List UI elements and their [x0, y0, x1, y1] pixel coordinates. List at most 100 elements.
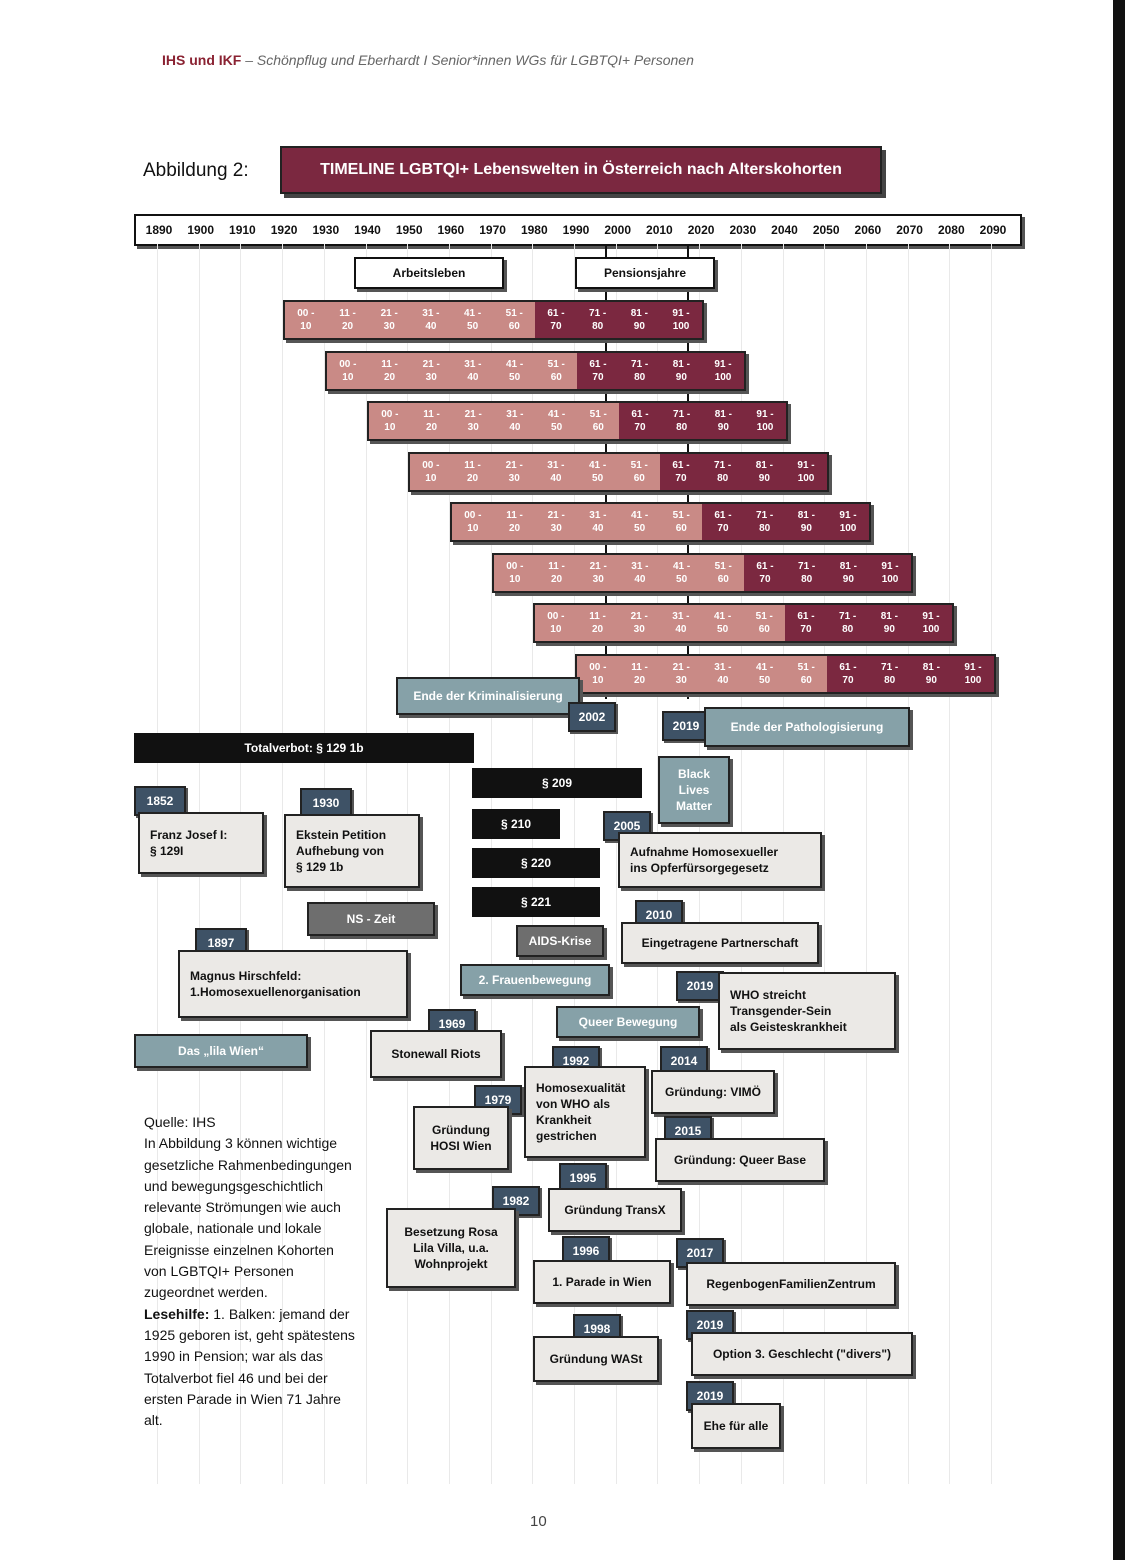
age-from: 21 -: [464, 409, 482, 420]
event-magnus-hirschfeld: Magnus Hirschfeld: 1.Homosexuellenorgani…: [178, 950, 408, 1018]
age-to: 90: [675, 371, 687, 383]
axis-year-1920: 1920: [270, 223, 298, 237]
axis-year-1930: 1930: [312, 223, 340, 237]
age-cell: 31 -40: [535, 453, 577, 490]
age-to: 90: [925, 674, 937, 686]
age-cell: 81 -90: [618, 302, 661, 338]
age-to: 10: [425, 472, 437, 484]
age-to: 90: [842, 573, 854, 585]
axis-year-2010: 2010: [646, 223, 673, 237]
age-cell: 21 -30: [493, 453, 536, 490]
age-to: 10: [509, 573, 521, 585]
page-number: 10: [530, 1513, 547, 1530]
age-cell: 41 -50: [743, 655, 786, 692]
age-cell: 41 -50: [618, 504, 661, 540]
figure-label: Abbildung 2:: [143, 160, 249, 181]
axis-year-1980: 1980: [520, 223, 548, 237]
age-to: 90: [800, 523, 812, 534]
age-from: 31 -: [631, 560, 649, 572]
age-cell: 61 -70: [619, 403, 661, 439]
caption-hint: Lesehilfe: 1. Balken: jemand der 1925 ge…: [144, 1304, 359, 1432]
gridline-2070: [908, 244, 909, 1484]
age-cell: 61 -70: [827, 655, 869, 692]
age-cell: 61 -70: [702, 504, 744, 540]
age-from: 81 -: [714, 409, 732, 420]
age-from: 00 -: [297, 308, 315, 319]
axis-year-1900: 1900: [187, 223, 215, 237]
age-to: 20: [341, 321, 354, 332]
age-to: 50: [634, 523, 646, 534]
age-from: 91 -: [964, 661, 982, 673]
age-from: 51 -: [547, 358, 565, 370]
age-to: 20: [633, 674, 646, 686]
age-cell: 11 -20: [410, 403, 453, 439]
axis-year-1960: 1960: [437, 223, 465, 237]
age-from: 91 -: [839, 510, 857, 521]
age-from: 21 -: [589, 560, 607, 572]
age-to: 80: [759, 523, 771, 534]
caption-source: Quelle: IHS: [144, 1114, 216, 1130]
event-franz-josef: Franz Josef I: § 129I: [138, 812, 264, 874]
age-to: 50: [676, 573, 688, 585]
caption-body: In Abbildung 3 können wichtige gesetzlic…: [144, 1135, 352, 1301]
age-to: 100: [797, 472, 815, 484]
event-who-transgender: WHO streicht Transgender-Sein als Geiste…: [718, 972, 896, 1050]
age-cell: 61 -70: [577, 352, 619, 389]
age-to: 60: [592, 422, 604, 433]
age-from: 11 -: [631, 661, 648, 673]
age-to: 50: [467, 321, 479, 332]
age-from: 11 -: [506, 510, 523, 521]
age-to: 30: [425, 371, 437, 383]
age-to: 80: [592, 321, 604, 332]
event-totalverbot: Totalverbot: § 129 1b: [134, 733, 474, 763]
age-cell: 71 -80: [701, 453, 744, 490]
axis-year-2090: 2090: [979, 223, 1007, 237]
age-from: 61 -: [756, 560, 774, 572]
age-from: 31 -: [422, 308, 440, 319]
age-to: 10: [592, 674, 604, 686]
caption-hint-text: 1. Balken: jemand der 1925 geboren ist, …: [144, 1305, 355, 1429]
age-to: 40: [467, 371, 479, 383]
age-cell: 31 -40: [660, 605, 702, 641]
age-to: 50: [759, 674, 771, 686]
event-queer-bewegung: Queer Bewegung: [556, 1006, 700, 1038]
age-cell: 00 -10: [327, 352, 369, 389]
age-to: 70: [759, 573, 771, 585]
age-cell: 91 -100: [702, 352, 744, 389]
age-to: 20: [425, 422, 438, 433]
age-cell: 31 -40: [577, 504, 619, 540]
age-from: 91 -: [922, 611, 940, 622]
age-to: 40: [425, 321, 437, 332]
age-cell: 21 -30: [577, 554, 620, 591]
event-ehe-fuer-alle: Ehe für alle: [691, 1403, 781, 1449]
axis-year-1890: 1890: [145, 223, 173, 237]
age-cell: 91 - 100: [827, 504, 869, 540]
age-cell: 41 -50: [535, 403, 578, 439]
age-to: 70: [717, 523, 729, 534]
age-cell: 91 -100: [869, 554, 911, 591]
age-to: 40: [675, 624, 687, 635]
phase-pensionsjahre: Pensionsjahre: [575, 257, 715, 289]
event-gruendung-transx: Gründung TransX: [548, 1188, 682, 1232]
age-to: 50: [551, 422, 563, 433]
gridline-1920: [282, 244, 283, 1484]
phase-arbeitsleben: Arbeitsleben: [354, 257, 504, 289]
age-cell: 41 -50: [576, 453, 619, 490]
year-tag-2002: 2002: [568, 702, 616, 732]
age-to: 20: [466, 472, 479, 484]
age-from: 71 -: [714, 459, 732, 471]
age-cell: 41 -50: [493, 352, 536, 389]
age-cell: 81 -90: [785, 504, 828, 540]
age-cell: 21 -30: [535, 504, 578, 540]
age-to: 100: [839, 523, 857, 534]
age-cell: 61 -70: [535, 302, 577, 338]
age-cell: 71 -80: [826, 605, 869, 641]
age-cell: 51 -60: [702, 554, 745, 591]
event-aids-krise: AIDS-Krise: [516, 925, 604, 957]
age-cell: 21 -30: [410, 352, 453, 389]
age-from: 51 -: [797, 661, 815, 673]
age-to: 70: [842, 674, 854, 686]
age-cell: 51 -60: [660, 504, 703, 540]
